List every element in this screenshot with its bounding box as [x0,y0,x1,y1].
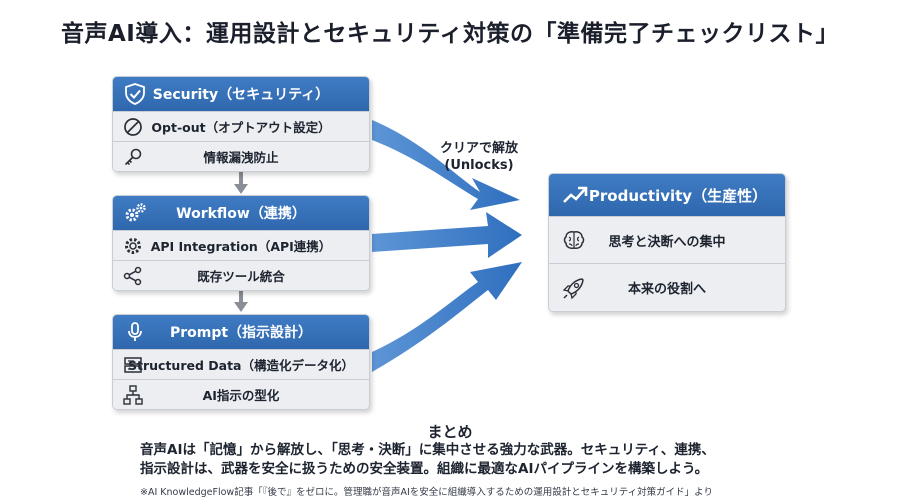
trend-up-icon [563,186,588,203]
prompt-row-structured-data-label: Structured Data（構造化データ化） [128,358,354,373]
prompt-row-structured-data: Structured Data（構造化データ化） [113,349,369,379]
security-card-title: Security（セキュリティ） [152,87,330,103]
connector-security-workflow [234,172,248,194]
productivity-row-focus: 思考と決断への集中 [549,216,785,263]
source-note: ※AI KnowledgeFlow記事「『後で』をゼロに。管理職が音声AIを安全… [140,487,713,498]
prompt-card: Prompt（指示設計） Structured Data（構造化データ化） AI… [112,314,370,410]
workflow-row-api-label: API Integration（API連携） [150,239,332,254]
workflow-card-title: Workflow（連携） [176,206,306,222]
arrow-prompt-to-productivity [372,262,522,372]
prohibited-icon [124,118,142,136]
connector-workflow-prompt [234,290,248,312]
unlock-label-line2: (Unlocks) [444,158,514,173]
microphone-icon [128,322,142,341]
workflow-row-api: API Integration（API連携） [113,230,369,260]
arrow-workflow-to-productivity [372,212,522,258]
share-nodes-icon [123,266,142,286]
brain-icon [563,231,585,249]
workflow-card-header: Workflow（連携） [113,196,369,230]
shield-check-icon [125,83,145,105]
security-row-optout: Opt-out（オプトアウト設定） [113,111,369,141]
productivity-row-role: 本来の役割へ [549,263,785,310]
rocket-icon [562,278,584,300]
prompt-card-header: Prompt（指示設計） [113,315,369,349]
prompt-row-ai-templates: AI指示の型化 [113,379,369,409]
security-row-leak-prevention-label: 情報漏洩防止 [203,150,279,165]
productivity-row-role-label: 本来の役割へ [627,281,706,297]
workflow-row-tools: 既存ツール統合 [113,260,369,290]
productivity-card-header: Productivity（生産性） [549,174,785,216]
security-row-leak-prevention: 情報漏洩防止 [113,141,369,171]
summary-text: 音声AIは「記憶」から解放し、「思考・決断」に集中させる強力な武器。セキュリティ… [140,441,840,479]
prompt-row-ai-templates-label: AI指示の型化 [202,388,280,403]
unlock-label: クリアで解放 (Unlocks) [424,140,534,174]
gears-icon [125,203,146,222]
summary-line-2: 指示設計は、武器を安全に扱うための安全装置。組織に最適なAIパイプラインを構築し… [140,461,709,477]
summary-title: まとめ [427,423,473,441]
security-card-header: Security（セキュリティ） [113,77,369,111]
productivity-card: Productivity（生産性） 思考と決断への集中 本来の役割へ [548,173,786,312]
productivity-card-title: Productivity（生産性） [588,186,768,205]
unlock-label-line1: クリアで解放 [439,141,518,156]
workflow-row-tools-label: 既存ツール統合 [197,269,285,284]
security-row-optout-label: Opt-out（オプトアウト設定） [151,120,331,135]
key-icon [124,148,142,166]
security-card: Security（セキュリティ） Opt-out（オプトアウト設定） 情報漏洩防… [112,76,370,172]
hierarchy-icon [123,385,143,405]
workflow-card: Workflow（連携） API Integration（API連携） 既存ツー… [112,195,370,291]
summary-line-1: 音声AIは「記憶」から解放し、「思考・決断」に集中させる強力な武器。セキュリティ… [140,442,715,458]
page-title: 音声AI導入：運用設計とセキュリティ対策の「準備完了チェックリスト」 [61,21,839,47]
gear-icon [125,238,141,254]
productivity-row-focus-label: 思考と決断への集中 [608,234,726,250]
server-icon [124,357,142,373]
prompt-card-title: Prompt（指示設計） [169,325,313,341]
